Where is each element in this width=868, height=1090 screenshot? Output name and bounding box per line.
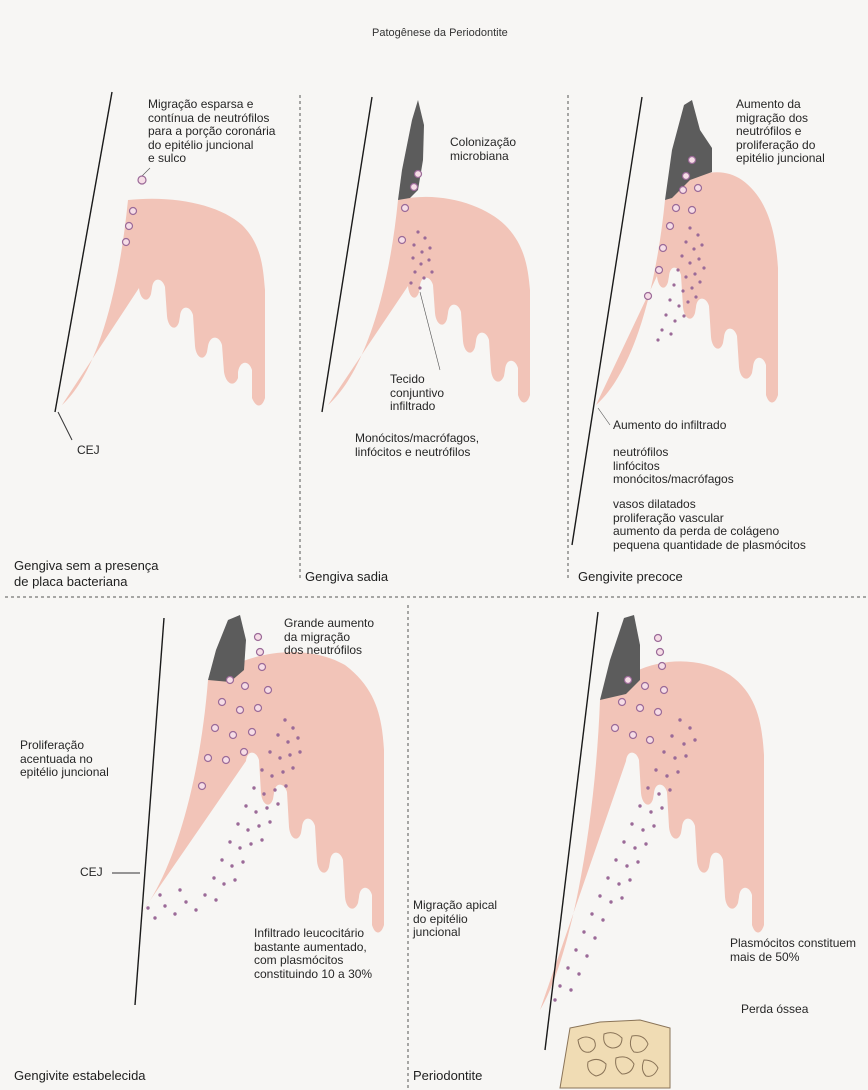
cej-leader bbox=[58, 412, 72, 440]
neutrophil bbox=[411, 184, 418, 191]
neutrophil bbox=[399, 237, 406, 244]
apical-migration-note: Migração apical do epitélio juncional bbox=[413, 899, 497, 940]
vascular-changes-list: vasos dilatados proliferação vascular au… bbox=[613, 498, 806, 552]
neutrophil bbox=[126, 223, 133, 230]
tooth-surface-line bbox=[322, 97, 372, 412]
neutrophil-migration-increase: Grande aumento da migração dos neutrófil… bbox=[284, 617, 374, 658]
plasma-cells-note: Plasmócitos constituem mais de 50% bbox=[730, 937, 856, 964]
gingiva-shape bbox=[140, 652, 384, 932]
alveolar-bone bbox=[560, 1020, 670, 1088]
panel-caption-periodontitis: Periodontite bbox=[413, 1068, 482, 1084]
cell-types-label: Monócitos/macrófagos, linfócitos e neutr… bbox=[355, 432, 479, 459]
infiltrate-leader bbox=[598, 408, 610, 425]
neutrophil-migration-note: Migração esparsa e contínua de neutrófil… bbox=[148, 98, 275, 166]
tooth-surface-line bbox=[55, 92, 112, 412]
infiltrate-cell-list: neutrófilos linfócitos monócitos/macrófa… bbox=[613, 446, 734, 487]
neutrophil bbox=[402, 205, 409, 212]
neutrophil bbox=[138, 176, 146, 184]
bone-loss-label: Perda óssea bbox=[741, 1003, 808, 1017]
neutrophil bbox=[130, 208, 137, 215]
gingiva-shape bbox=[62, 199, 265, 406]
tooth-surface-line bbox=[135, 618, 164, 1005]
neutrophil bbox=[415, 171, 422, 178]
panel-caption-established-gingivitis: Gengivite estabelecida bbox=[14, 1068, 146, 1084]
migration-increase-note: Aumento da migração dos neutrófilos e pr… bbox=[736, 98, 825, 166]
panel-caption-healthy-no-plaque: Gengiva sem a presença de placa bacteria… bbox=[14, 558, 159, 590]
leukocyte-infiltrate-note: Infiltrado leucocitário bastante aumenta… bbox=[254, 927, 372, 981]
neutrophil bbox=[123, 239, 130, 246]
cej-label: CEJ bbox=[80, 866, 103, 880]
panel-caption-early-gingivitis: Gengivite precoce bbox=[578, 569, 683, 585]
junctional-epithelium-proliferation: Proliferação acentuada no epitélio junci… bbox=[20, 739, 109, 780]
panel-5-drawing bbox=[540, 612, 764, 1088]
panel-caption-healthy: Gengiva sadia bbox=[305, 569, 388, 585]
microbial-colonization-label: Colonização microbiana bbox=[450, 136, 516, 163]
page-header: Patogênese da Periodontite bbox=[372, 27, 508, 39]
plaque bbox=[208, 615, 246, 682]
infiltrate-increase-title: Aumento do infiltrado bbox=[613, 419, 726, 433]
gingiva-shape bbox=[596, 172, 778, 405]
cej-label: CEJ bbox=[77, 444, 100, 458]
infiltrated-tissue-label: Tecido conjuntivo infiltrado bbox=[390, 373, 444, 414]
